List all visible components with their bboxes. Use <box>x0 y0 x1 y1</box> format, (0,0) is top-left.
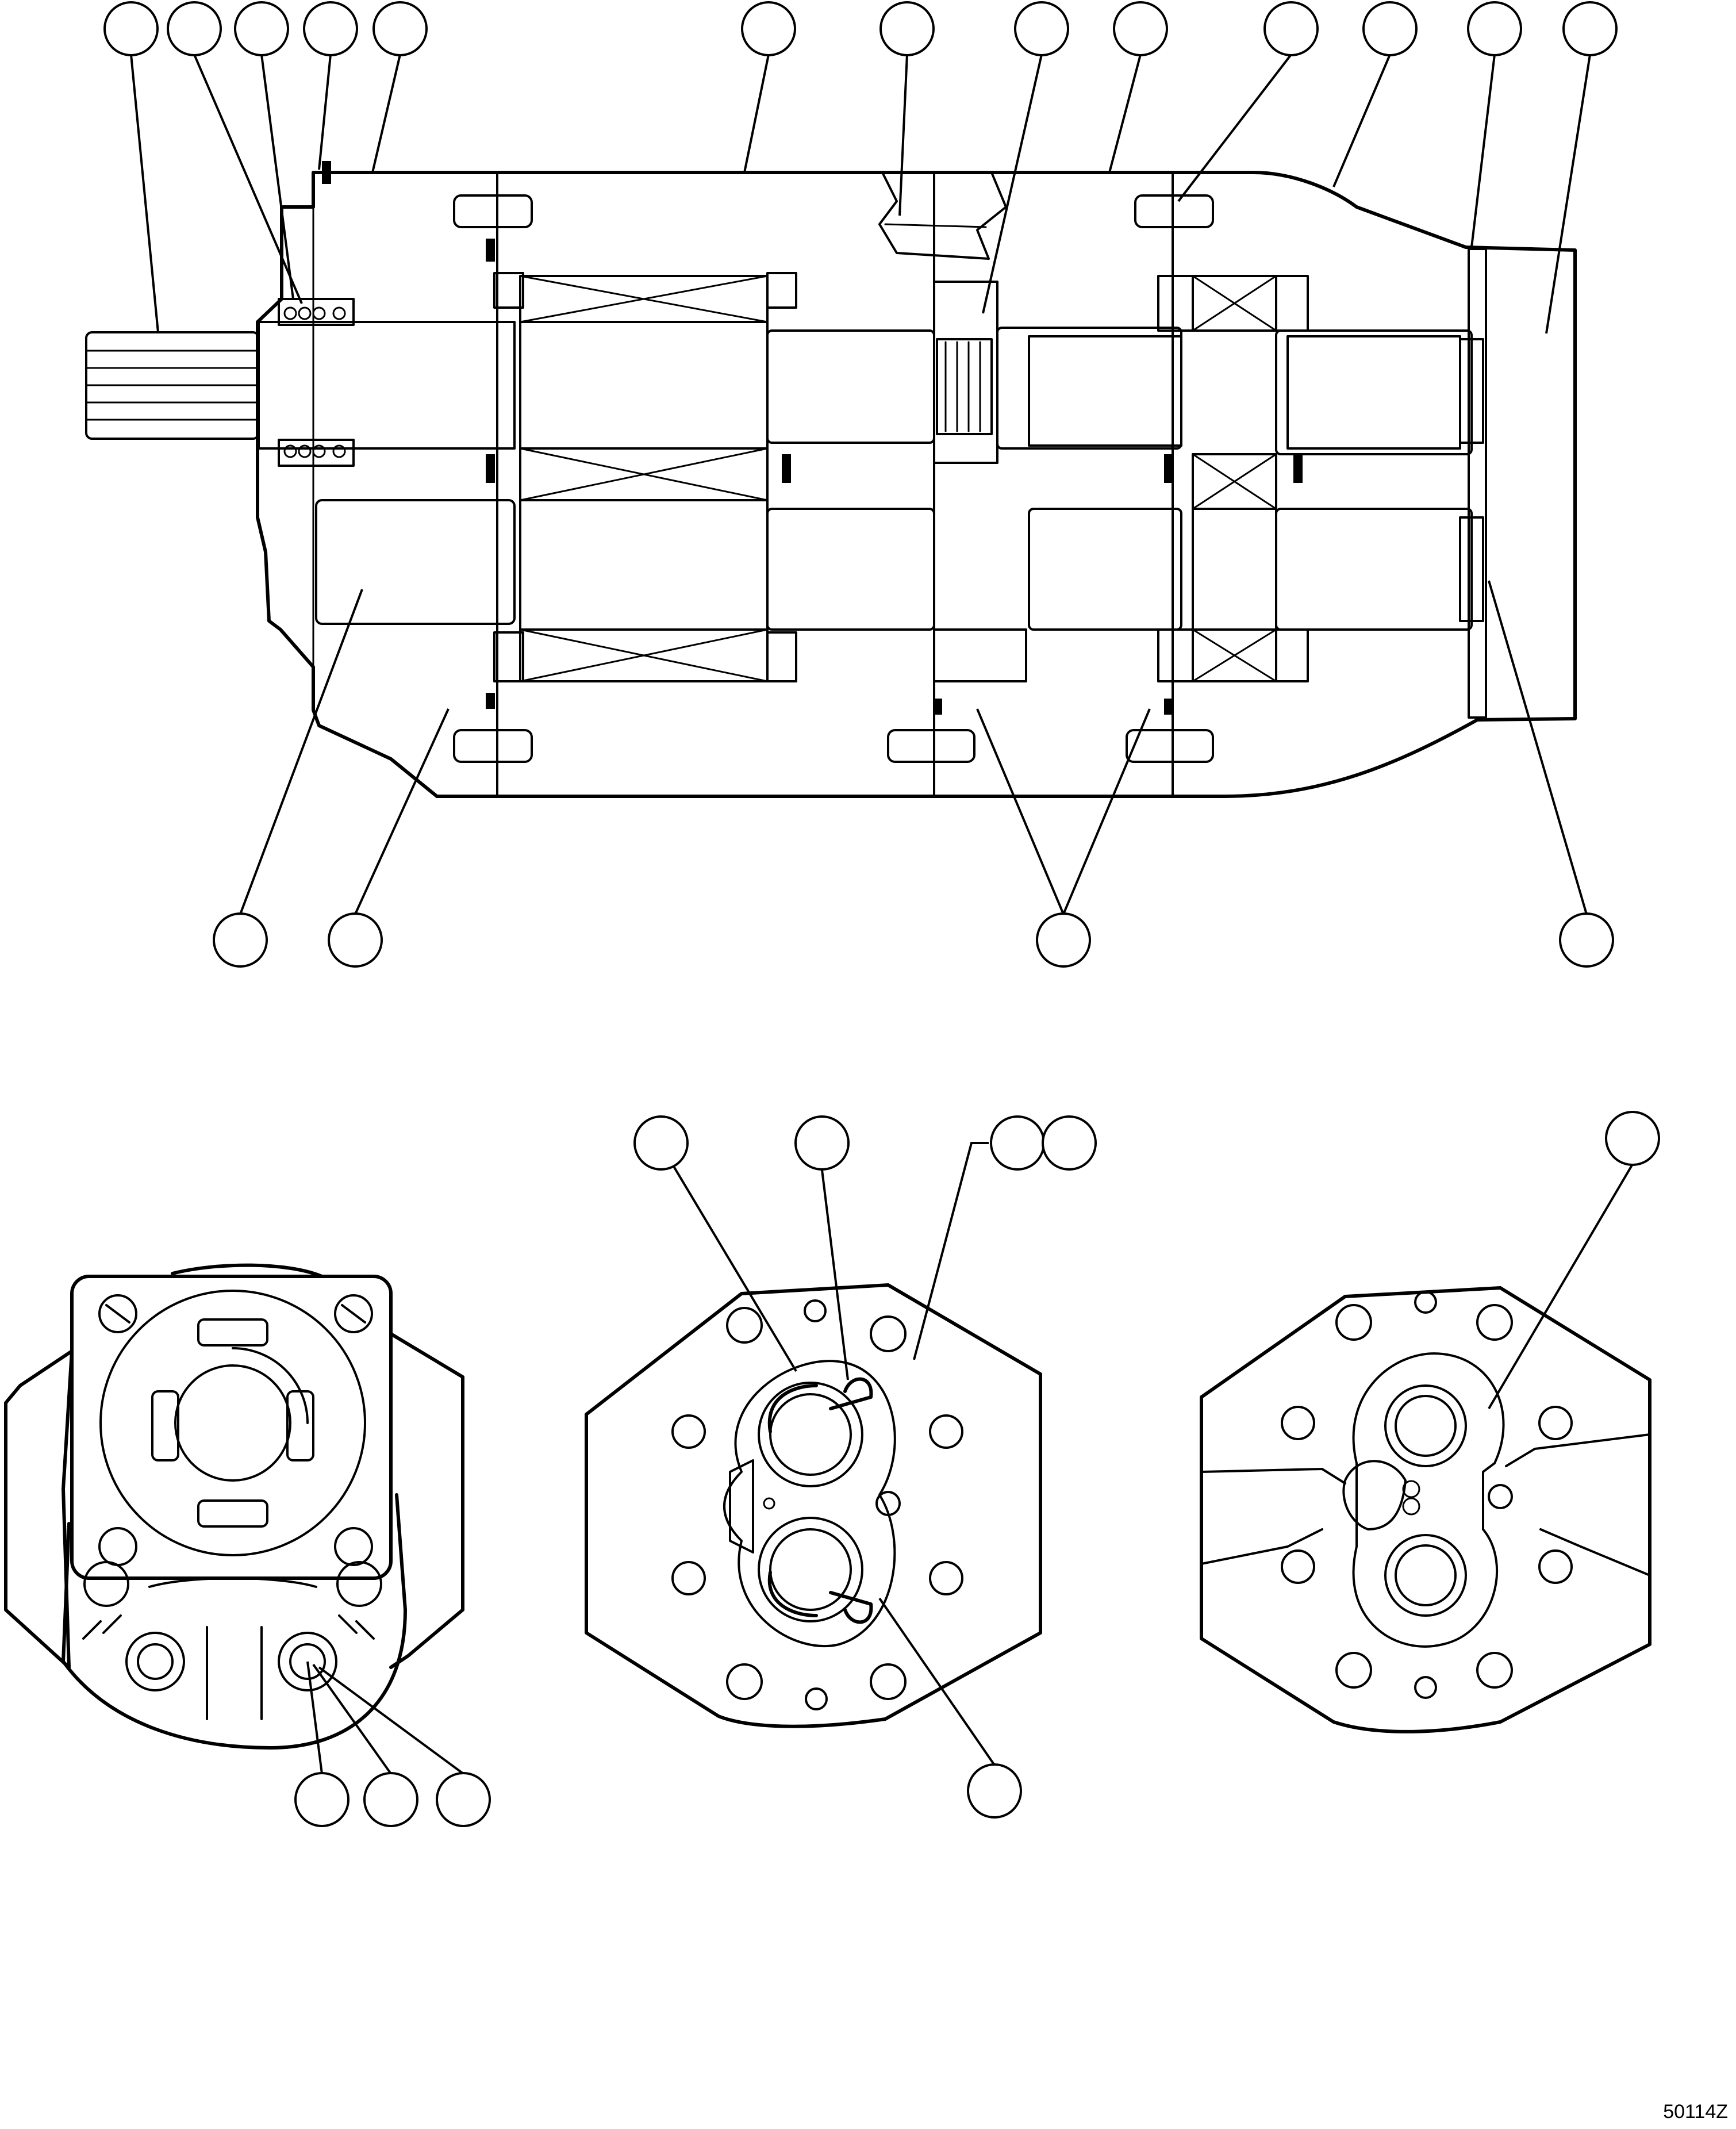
shaft-seals <box>278 161 355 467</box>
rear-view-callouts <box>1488 1111 1660 1410</box>
rear-plate-view <box>1200 1286 1651 1733</box>
front-end-view <box>4 1263 464 1750</box>
section-bottom-callouts <box>213 580 1614 968</box>
input-shaft <box>85 321 516 450</box>
center-view-callouts <box>633 1115 1097 1819</box>
drawing-code: 50114Z <box>1663 2101 1728 2123</box>
center-plate-view <box>585 1283 1042 1728</box>
rear-gear-pair <box>996 275 1484 715</box>
front-gear-pair <box>315 239 935 709</box>
housing-outline <box>256 171 1577 798</box>
pump-section-view <box>85 161 1577 798</box>
top-callouts <box>103 1 1618 334</box>
front-view-callouts <box>294 1661 491 1827</box>
coupling <box>933 281 1027 715</box>
dowel-pins <box>453 194 1214 763</box>
